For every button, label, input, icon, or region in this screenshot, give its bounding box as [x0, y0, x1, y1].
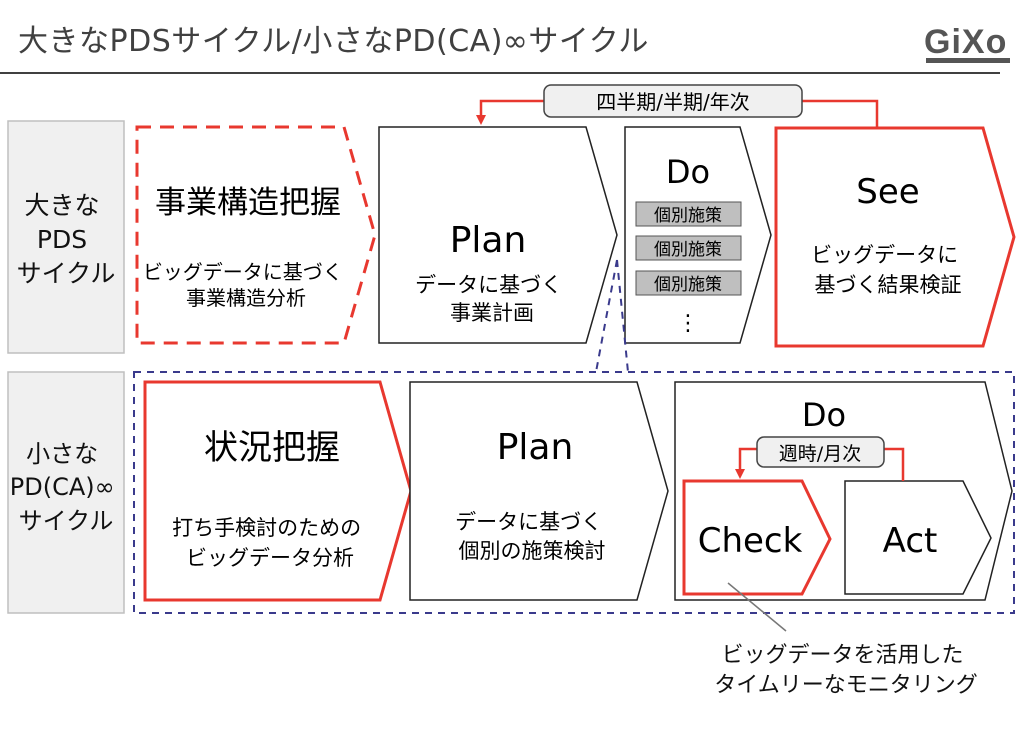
measure-label-1: 個別施策 [654, 206, 722, 226]
monitoring-note: ビッグデータを活用した タイムリーなモニタリング [714, 643, 978, 698]
structure-heading: 事業構造把握 [155, 185, 341, 221]
logo-text: GiXo [924, 23, 1008, 61]
zoom-connector [595, 259, 629, 373]
measure-box-3 [635, 270, 742, 296]
plan-heading: Plan [450, 220, 527, 261]
situation-heading: 状況把握 [204, 428, 340, 468]
see-chevron [774, 126, 1016, 348]
bottom-period-label: 週時/月次 [779, 443, 861, 465]
check-label: Check [698, 521, 803, 561]
measure-box-1 [635, 201, 742, 227]
plan-desc: データに基づく 事業計画 [415, 273, 569, 325]
callout-line [727, 582, 787, 632]
bottom-cycle-label-box [7, 371, 125, 614]
top-cycle-label-box [7, 120, 125, 354]
see-heading: See [856, 172, 919, 212]
structure-chevron [135, 125, 377, 345]
top-period-label: 四半期/半期/年次 [596, 90, 749, 114]
situation-desc: 打ち手検討のための ビッグデータ分析 [172, 516, 368, 570]
bottom-cycle: 小さな PD(CA)∞ サイクル 状況把握 打ち手検討のための ビッグデータ分析… [7, 371, 1015, 614]
bottom-cycle-frame [133, 371, 1015, 614]
measure-label-3: 個別施策 [654, 275, 722, 295]
plan-chevron [378, 126, 618, 344]
bottom-plan-chevron [409, 381, 669, 601]
act-label: Act [883, 521, 938, 561]
title-divider [0, 72, 1000, 74]
do-heading: Do [666, 153, 710, 191]
bottom-plan-heading: Plan [497, 427, 574, 468]
see-desc: ビッグデータに 基づく結果検証 [811, 243, 965, 297]
bottom-plan-desc: データに基づく 個別の施策検討 [455, 510, 609, 563]
top-cycle-label: 大きな PDS サイクル [17, 191, 116, 288]
logo-underline [926, 58, 1010, 63]
bottom-do-heading: Do [802, 396, 846, 434]
gixo-logo: GiXo [924, 18, 1016, 66]
act-chevron [844, 480, 992, 595]
top-cycle: 大きな PDS サイクル 事業構造把握 ビッグデータに基づく 事業構造分析 Pl… [7, 84, 1016, 354]
top-period-box [543, 84, 803, 118]
measure-box-2 [635, 235, 742, 261]
bottom-cycle-label: 小さな PD(CA)∞ サイクル [10, 440, 123, 535]
structure-desc: ビッグデータに基づく 事業構造分析 [143, 260, 349, 310]
check-chevron [682, 479, 832, 596]
measure-ellipsis: ⋮ [677, 311, 699, 336]
situation-chevron [143, 380, 413, 602]
page-title: 大きなPDSサイクル/小さなPD(CA)∞サイクル [18, 24, 649, 59]
bottom-period-box [756, 436, 885, 468]
measure-label-2: 個別施策 [654, 240, 722, 260]
